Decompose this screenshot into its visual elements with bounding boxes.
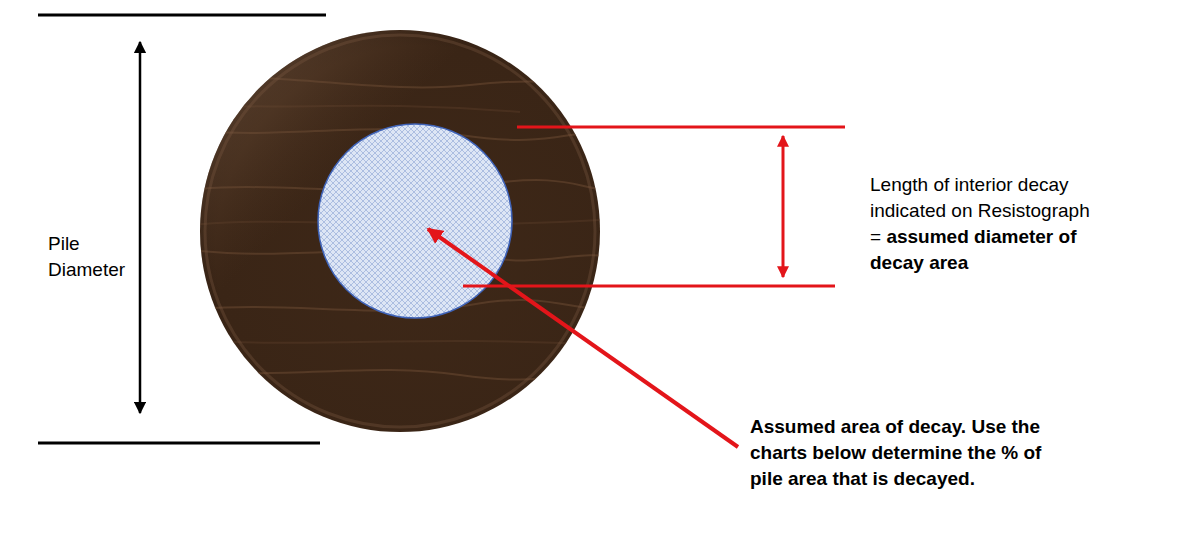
dimension-label: Pile Diameter [48,231,132,283]
dimension-line [38,14,326,17]
pile-bevel [200,30,600,432]
callout-note: Assumed area of decay. Use the charts be… [750,414,1050,492]
decay-length-note: Length of interior decay indicated on Re… [870,172,1106,276]
pile-cross-section [200,30,600,432]
dimension-arrow [139,42,142,413]
pile-rim [205,35,595,427]
callout-arrow [428,229,738,447]
label-text: Pile Diameter [48,233,125,280]
dimension-line [38,442,320,445]
label-text: assumed diameter of decay area [870,226,1076,273]
decay-length-arrow [782,136,785,277]
decay-extent-line [517,126,845,129]
label-text: Assumed area of decay. Use the charts be… [750,416,1041,489]
decay-extent-line [463,285,835,288]
decay-area [318,124,512,318]
